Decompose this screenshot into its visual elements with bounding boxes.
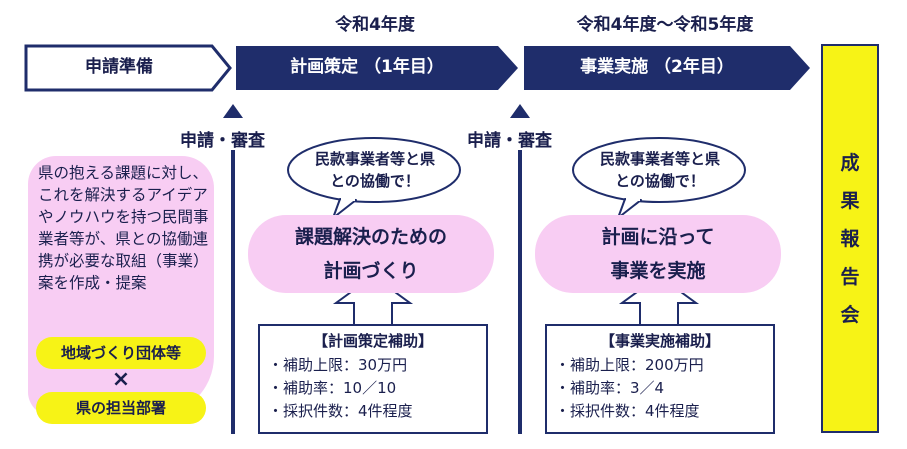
speech-line1-plan: 民款事業者等と県 (314, 150, 435, 168)
year-header-plan: 令和4年度 (335, 15, 415, 35)
subsidy-title-exec: 【事業実施補助】 (599, 332, 720, 350)
review-label-exec: 申請・審査 (467, 131, 552, 151)
stage-arrow-prep (24, 44, 232, 92)
report-char: 果 (840, 189, 860, 212)
subsidy-item: ・補助上限：200万円 (555, 356, 704, 374)
speech-line2-exec: との協働で！ (615, 172, 705, 190)
speech-bubble-exec (572, 137, 746, 203)
speech-line1-exec: 民款事業者等と県 (599, 150, 720, 168)
subsidy-title-plan: 【計画策定補助】 (312, 332, 433, 350)
report-char: 告 (840, 265, 860, 288)
goal-line1-exec: 計画に沿って (601, 226, 715, 248)
stage-arrow-plan (236, 46, 518, 90)
timeline-line-exec (518, 150, 522, 434)
review-marker-plan (223, 104, 243, 118)
year-header-exec: 令和4年度～令和5年度 (576, 15, 754, 35)
subsidy-item: ・補助上限：30万円 (268, 356, 408, 374)
speech-text-exec: 民款事業者等と県 との協働で！ (575, 148, 745, 192)
report-char: 成 (840, 151, 860, 174)
results-report-box: 成 果 報 告 会 (821, 44, 879, 433)
report-char: 報 (840, 227, 860, 250)
subsidy-box-exec (545, 324, 775, 434)
stage-label-plan: 計画策定 （1年目） (290, 57, 444, 77)
subsidy-content-plan: 【計画策定補助】 ・補助上限：30万円 ・補助率：10／10 ・採択件数：4件程… (268, 330, 478, 423)
subsidy-item: ・採択件数：4件程度 (555, 402, 700, 420)
stage-label-exec: 事業実施 （2年目） (580, 57, 734, 77)
timeline-line-plan (231, 150, 235, 434)
proposal-description: 県の抱える課題に対し、これを解決するアイデアやノウハウを持つ民間事業者等が、県と… (28, 156, 214, 416)
subsidy-box-plan (258, 324, 488, 434)
goal-plan: 課題解決のための 計画づくり (248, 215, 494, 293)
review-label-plan: 申請・審査 (180, 131, 265, 151)
subsidy-content-exec: 【事業実施補助】 ・補助上限：200万円 ・補助率：3／4 ・採択件数：4件程度 (555, 330, 765, 423)
speech-bubble-plan (287, 137, 461, 203)
collaboration-cross: × (111, 367, 131, 392)
speech-text-plan: 民款事業者等と県 との協働で！ (290, 148, 460, 192)
subsidy-item: ・採択件数：4件程度 (268, 402, 413, 420)
subsidy-item: ・補助率：10／10 (268, 379, 397, 397)
stage-label-prep: 申請準備 (85, 57, 153, 77)
subsidy-item: ・補助率：3／4 (555, 379, 665, 397)
speech-line2-plan: との協働で！ (330, 172, 420, 190)
stage-arrow-exec (524, 46, 810, 90)
goal-line1-plan: 課題解決のための (294, 226, 447, 248)
party-prefecture-dept: 県の担当部署 (36, 392, 206, 424)
party-community-groups: 地域づくり団体等 (36, 337, 206, 369)
proposal-description-text: 県の抱える課題に対し、これを解決するアイデアやノウハウを持つ民間事業者等が、県と… (38, 164, 209, 292)
goal-line2-plan: 計画づくり (323, 260, 419, 282)
goal-exec: 計画に沿って 事業を実施 (535, 215, 781, 293)
review-marker-exec (510, 104, 530, 118)
report-char: 会 (840, 303, 860, 326)
goal-line2-exec: 事業を実施 (610, 260, 706, 282)
